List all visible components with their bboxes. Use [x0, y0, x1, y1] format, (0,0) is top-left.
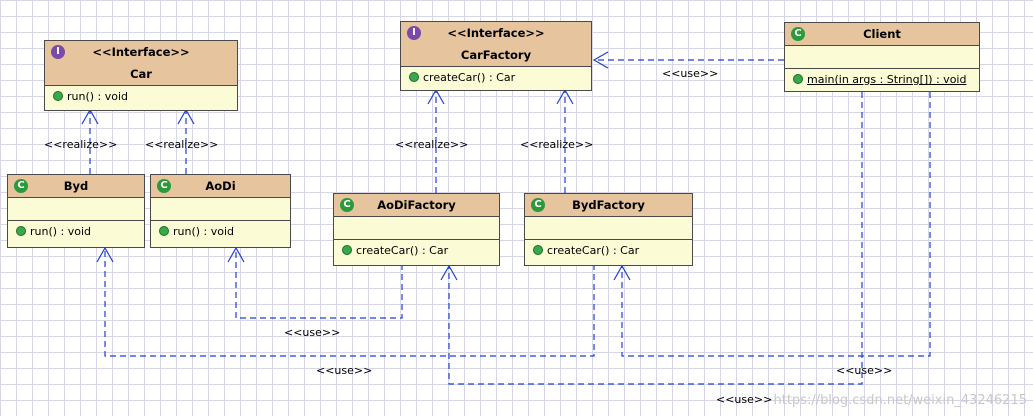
public-method-icon	[53, 91, 63, 101]
class-icon: C	[791, 27, 805, 41]
public-method-icon	[533, 245, 543, 255]
bydfactory-attributes	[525, 217, 692, 240]
class-icon: C	[157, 179, 171, 193]
byd-name: Byd	[63, 179, 89, 193]
aodi-operation: run() : void	[151, 221, 290, 243]
bydfactory-class[interactable]: C BydFactory createCar() : Car	[524, 193, 693, 266]
client-class[interactable]: C Client main(in args : String[]) : void	[784, 22, 980, 92]
client-attributes	[785, 46, 979, 69]
public-method-icon	[159, 226, 169, 236]
arrow-bydfactory	[613, 264, 631, 281]
realize-label-aodi: <<realize>>	[145, 138, 219, 151]
car-name: Car	[130, 67, 152, 81]
bydfactory-name: BydFactory	[572, 198, 645, 212]
carfactory-name: CarFactory	[460, 48, 532, 62]
carfactory-operation: createCar() : Car	[401, 67, 591, 89]
use-bydfactory-byd	[104, 248, 595, 357]
use-aodifactory-aodi	[235, 248, 403, 319]
arrow-aodifactory	[440, 264, 458, 281]
realize-label-bydfactory: <<realize>>	[520, 138, 594, 151]
car-stereotype: <<Interface>>	[92, 45, 190, 59]
client-header: C Client	[785, 23, 979, 46]
class-icon: C	[531, 198, 545, 212]
arrow-aodi	[227, 246, 245, 263]
public-method-icon	[342, 245, 352, 255]
realize-label-byd: <<realize>>	[44, 138, 118, 151]
use-label-client-aodifactory: <<use>>	[716, 393, 773, 406]
aodifactory-class[interactable]: C AoDiFactory createCar() : Car	[333, 193, 500, 266]
aodi-class[interactable]: C AoDi run() : void	[150, 174, 291, 248]
bydfactory-operation: createCar() : Car	[525, 240, 692, 262]
use-label-client-bydfactory: <<use>>	[836, 364, 893, 377]
public-method-icon	[16, 226, 26, 236]
aodifactory-attributes	[334, 217, 499, 240]
byd-class[interactable]: C Byd run() : void	[7, 174, 145, 248]
client-name: Client	[863, 27, 901, 41]
use-label-client-carfactory: <<use>>	[662, 67, 719, 80]
use-label-bydfactory-byd: <<use>>	[316, 364, 373, 377]
watermark: https://blog.csdn.net/weixin_43246215	[773, 393, 1027, 408]
byd-header: C Byd	[8, 175, 144, 198]
aodi-name: AoDi	[205, 179, 236, 193]
car-header: I <<Interface>> Car	[45, 41, 237, 86]
public-method-icon	[409, 72, 419, 82]
aodifactory-name: AoDiFactory	[377, 198, 456, 212]
use-client-aodifactory	[448, 92, 863, 385]
aodi-header: C AoDi	[151, 175, 290, 198]
interface-icon: I	[51, 45, 65, 59]
carfactory-interface[interactable]: I <<Interface>> CarFactory createCar() :…	[400, 21, 592, 91]
class-icon: C	[340, 198, 354, 212]
aodifactory-header: C AoDiFactory	[334, 194, 499, 217]
aodifactory-operation: createCar() : Car	[334, 240, 499, 262]
car-operation: run() : void	[45, 86, 237, 108]
byd-operation: run() : void	[8, 221, 144, 243]
byd-attributes	[8, 198, 144, 221]
carfactory-header: I <<Interface>> CarFactory	[401, 22, 591, 67]
bydfactory-header: C BydFactory	[525, 194, 692, 217]
interface-icon: I	[407, 26, 421, 40]
client-operation: main(in args : String[]) : void	[785, 69, 979, 91]
use-client-bydfactory	[621, 92, 931, 357]
arrow-byd	[96, 246, 114, 263]
aodi-attributes	[151, 198, 290, 221]
use-label-aodifactory-aodi: <<use>>	[284, 326, 341, 339]
public-method-icon	[793, 74, 803, 84]
realize-label-aodifactory: <<realize>>	[395, 138, 469, 151]
car-interface[interactable]: I <<Interface>> Car run() : void	[44, 40, 238, 111]
carfactory-stereotype: <<Interface>>	[447, 26, 545, 40]
arrow-client-carfactory	[592, 51, 609, 69]
class-icon: C	[14, 179, 28, 193]
